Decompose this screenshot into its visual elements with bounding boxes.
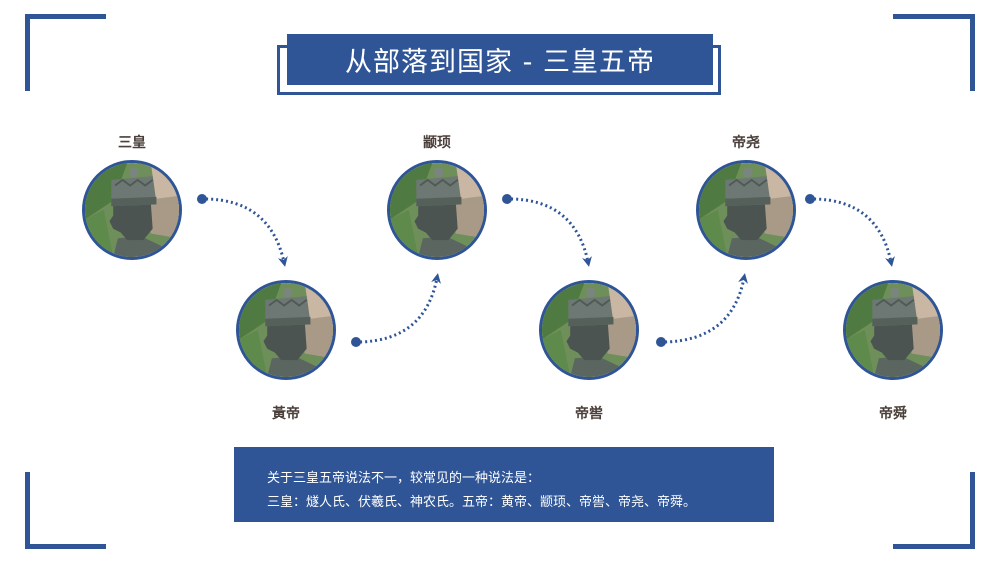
dotted-arrow-down-icon bbox=[502, 194, 592, 267]
page-title: 从部落到国家 - 三皇五帝 bbox=[287, 34, 713, 85]
node-dishun bbox=[843, 280, 943, 380]
node-label-huangdi: 黃帝 bbox=[272, 406, 300, 422]
dotted-arrow-up-icon bbox=[351, 273, 441, 347]
node-label-dishun: 帝舜 bbox=[879, 406, 907, 422]
node-diku bbox=[539, 280, 639, 380]
node-sanhuang bbox=[82, 160, 182, 260]
node-huangdi bbox=[236, 280, 336, 380]
dotted-arrow-down-icon bbox=[805, 194, 895, 267]
node-label-diku: 帝喾 bbox=[575, 406, 603, 422]
dotted-arrow-down-icon bbox=[197, 194, 288, 267]
info-line-1: 关于三皇五帝说法不一，较常见的一种说法是： bbox=[267, 471, 541, 486]
node-zhuanxu bbox=[387, 160, 487, 260]
info-line-2: 三皇：燧人氏、伏羲氏、神农氏。五帝：黄帝、颛顼、帝喾、帝尧、帝舜。 bbox=[267, 495, 697, 510]
dotted-arrow-up-icon bbox=[656, 273, 748, 347]
node-diyao bbox=[696, 160, 796, 260]
node-label-diyao: 帝尧 bbox=[732, 135, 760, 151]
node-label-sanhuang: 三皇 bbox=[118, 135, 146, 151]
info-box: 关于三皇五帝说法不一，较常见的一种说法是： 三皇：燧人氏、伏羲氏、神农氏。五帝：… bbox=[234, 447, 774, 522]
node-label-zhuanxu: 颛顼 bbox=[423, 135, 451, 151]
